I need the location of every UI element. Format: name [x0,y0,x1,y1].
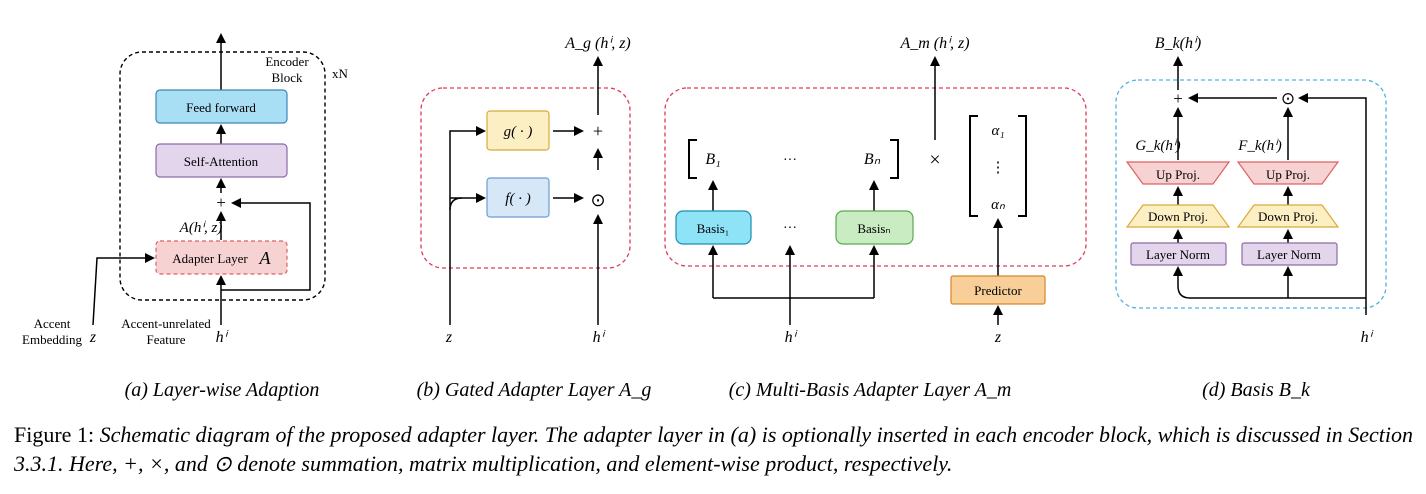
adapter-layer-label: Adapter Layer [172,251,248,266]
times-symbol: × [929,149,940,171]
basis1-box [675,210,752,245]
adapter-symbol: A [259,248,272,268]
alphan-label: αₙ [991,197,1006,213]
panel-c-z: z [994,329,1002,346]
alpha1-label: α₁ [991,123,1004,139]
down-proj-left-box [1125,204,1231,228]
panel-b-output: A_g (hⁱ, z) [564,35,631,52]
fk-label: F_k(hⁱ) [1237,138,1282,154]
h-label: hⁱ [216,329,229,346]
panel-b-z: z [445,329,453,346]
bn-label: Bₙ [864,151,881,168]
panel-b-caption: (b) Gated Adapter Layer A_g [417,379,652,401]
basis-dots: ··· [783,221,797,236]
multi-basis-frame [664,87,1087,267]
panel-c: A_m (hⁱ, z) B₁ ··· Bₙ × α₁ ⋮ αₙ Basis₁ ·… [664,35,1087,401]
feed-forward-label: Feed forward [186,100,256,115]
gated-adapter-frame [420,87,631,269]
panel-b: A_g (hⁱ, z) + ⊙ g( · ) f( · ) z hⁱ (b) G… [417,35,652,401]
predictor-label: Predictor [974,283,1022,298]
sum-symbol: + [216,193,226,212]
basisn-label: Basisₙ [857,221,890,236]
panel-b-h: hⁱ [593,329,606,346]
encoder-label-line1: Encoder [265,54,309,69]
down-proj-left-label: Down Proj. [1148,209,1208,224]
layer-norm-right-label: Layer Norm [1257,247,1321,262]
accent-embedding-line2: Embedding [22,332,82,347]
accent-unrelated-line1: Accent-unrelated [121,316,211,331]
figure-caption-text: Schematic diagram of the proposed adapte… [14,422,1414,476]
layer-norm-right-box [1241,242,1338,266]
g-function-label: g( · ) [504,124,533,140]
basis1-label: Basis₁ [697,221,730,236]
panel-c-h: hⁱ [785,329,798,346]
adapter-layer-box [155,240,288,275]
panel-d: B_k(hⁱ) + ⊙ G_k(hⁱ) F_k(hⁱ) Up Proj. Up … [1115,35,1387,401]
b-dots: ··· [783,153,797,168]
panel-b-odot: ⊙ [590,190,605,210]
panel-a-caption: (a) Layer-wise Adaption [125,379,320,401]
panel-a: Encoder Block xN Feed forward Self-Atten… [22,33,349,401]
down-proj-right-label: Down Proj. [1258,209,1318,224]
down-proj-right-box [1236,204,1340,228]
feed-forward-box [155,89,288,124]
panel-d-sum: + [1173,89,1183,108]
panel-c-output: A_m (hⁱ, z) [899,35,969,52]
figure-caption-lead: Figure 1: [14,422,100,447]
adapter-output-label: A(hⁱ, z) [179,220,223,236]
predictor-box [950,275,1046,305]
gk-label: G_k(hⁱ) [1135,138,1180,154]
accent-unrelated-line2: Feature [147,332,186,347]
accent-embedding-line1: Accent [34,316,71,331]
basis-frame [1115,79,1387,309]
up-proj-right-label: Up Proj. [1266,167,1310,182]
repeat-label: xN [332,66,349,81]
figure-caption: Figure 1: Schematic diagram of the propo… [14,420,1414,478]
f-function-label: f( · ) [505,191,530,207]
layer-norm-left-box [1130,242,1227,266]
up-proj-left-label: Up Proj. [1156,167,1200,182]
layer-norm-left-label: Layer Norm [1146,247,1210,262]
g-function-box [486,110,550,151]
encoder-block-frame [119,51,326,301]
alpha-vdots: ⋮ [991,160,1006,176]
panel-d-output: B_k(hⁱ) [1155,35,1201,52]
adapter-diagram: Encoder Block xN Feed forward Self-Atten… [22,33,1387,401]
basisn-box [835,210,914,245]
z-label: z [89,329,97,346]
panel-d-caption: (d) Basis B_k [1202,379,1311,401]
up-proj-right-box [1236,161,1340,185]
up-proj-left-box [1125,161,1231,185]
encoder-label-line2: Block [271,70,303,85]
panel-b-sum: + [593,121,603,141]
b1-label: B₁ [705,151,720,168]
panel-d-h: hⁱ [1361,329,1374,346]
panel-d-odot: ⊙ [1281,89,1295,108]
f-function-box [486,177,550,218]
self-attention-label: Self-Attention [184,154,259,169]
self-attention-box [155,143,288,178]
panel-c-caption: (c) Multi-Basis Adapter Layer A_m [729,379,1012,401]
